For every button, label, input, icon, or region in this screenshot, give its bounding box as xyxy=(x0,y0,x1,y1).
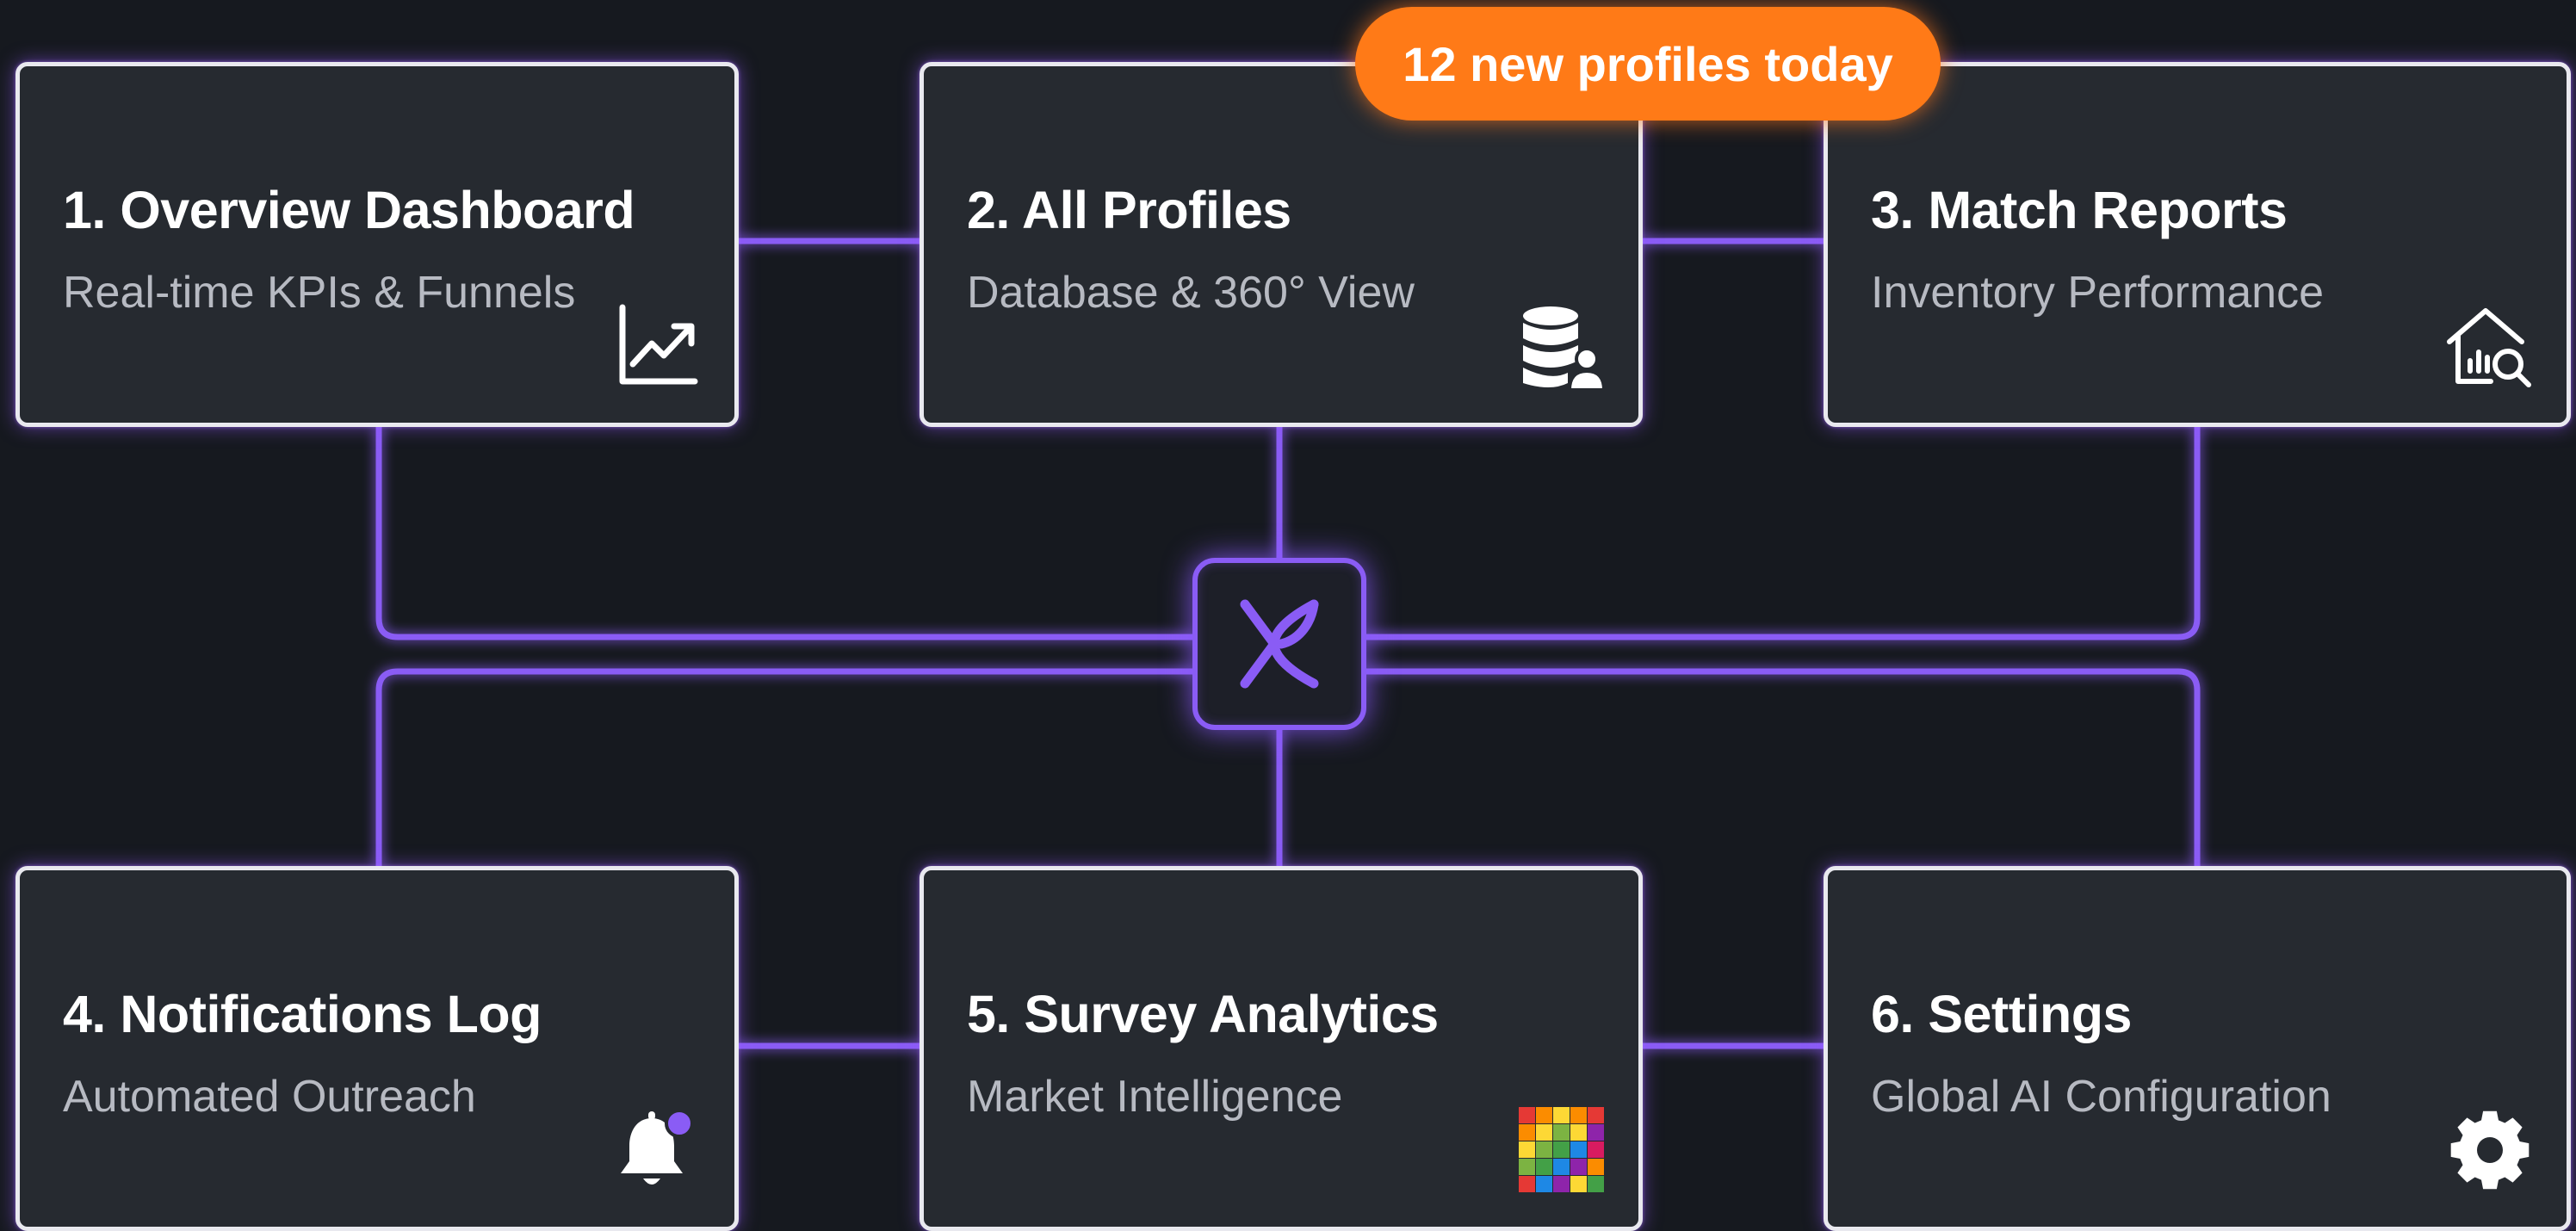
card-survey-analytics[interactable]: 5. Survey Analytics Market Intelligence xyxy=(920,866,1643,1231)
hub-node[interactable] xyxy=(1192,558,1366,730)
card-subtitle: Database & 360° View xyxy=(967,268,1415,318)
card-title: 5. Survey Analytics xyxy=(967,985,1439,1043)
card-settings[interactable]: 6. Settings Global AI Configuration xyxy=(1824,866,2571,1231)
card-overview-dashboard[interactable]: 1. Overview Dashboard Real-time KPIs & F… xyxy=(15,62,739,427)
gear-icon xyxy=(2443,1103,2537,1197)
card-notifications-log[interactable]: 4. Notifications Log Automated Outreach xyxy=(15,866,739,1231)
card-title: 3. Match Reports xyxy=(1871,181,2288,239)
database-user-icon xyxy=(1514,299,1609,393)
card-title: 4. Notifications Log xyxy=(63,985,542,1043)
card-subtitle: Global AI Configuration xyxy=(1871,1072,2331,1122)
heatmap-icon xyxy=(1514,1103,1609,1197)
bell-notification-icon xyxy=(610,1103,705,1197)
card-match-reports[interactable]: 3. Match Reports Inventory Performance xyxy=(1824,62,2571,427)
new-profiles-badge: 12 new profiles today xyxy=(1355,7,1941,121)
line-chart-icon xyxy=(610,299,705,393)
card-title: 6. Settings xyxy=(1871,985,2132,1043)
card-all-profiles[interactable]: 2. All Profiles Database & 360° View xyxy=(920,62,1643,427)
card-subtitle: Real-time KPIs & Funnels xyxy=(63,268,576,318)
logo-icon xyxy=(1240,599,1319,689)
card-title: 1. Overview Dashboard xyxy=(63,181,635,239)
card-subtitle: Inventory Performance xyxy=(1871,268,2325,318)
house-search-icon xyxy=(2443,299,2537,393)
card-title: 2. All Profiles xyxy=(967,181,1291,239)
card-subtitle: Market Intelligence xyxy=(967,1072,1343,1122)
card-subtitle: Automated Outreach xyxy=(63,1072,476,1122)
